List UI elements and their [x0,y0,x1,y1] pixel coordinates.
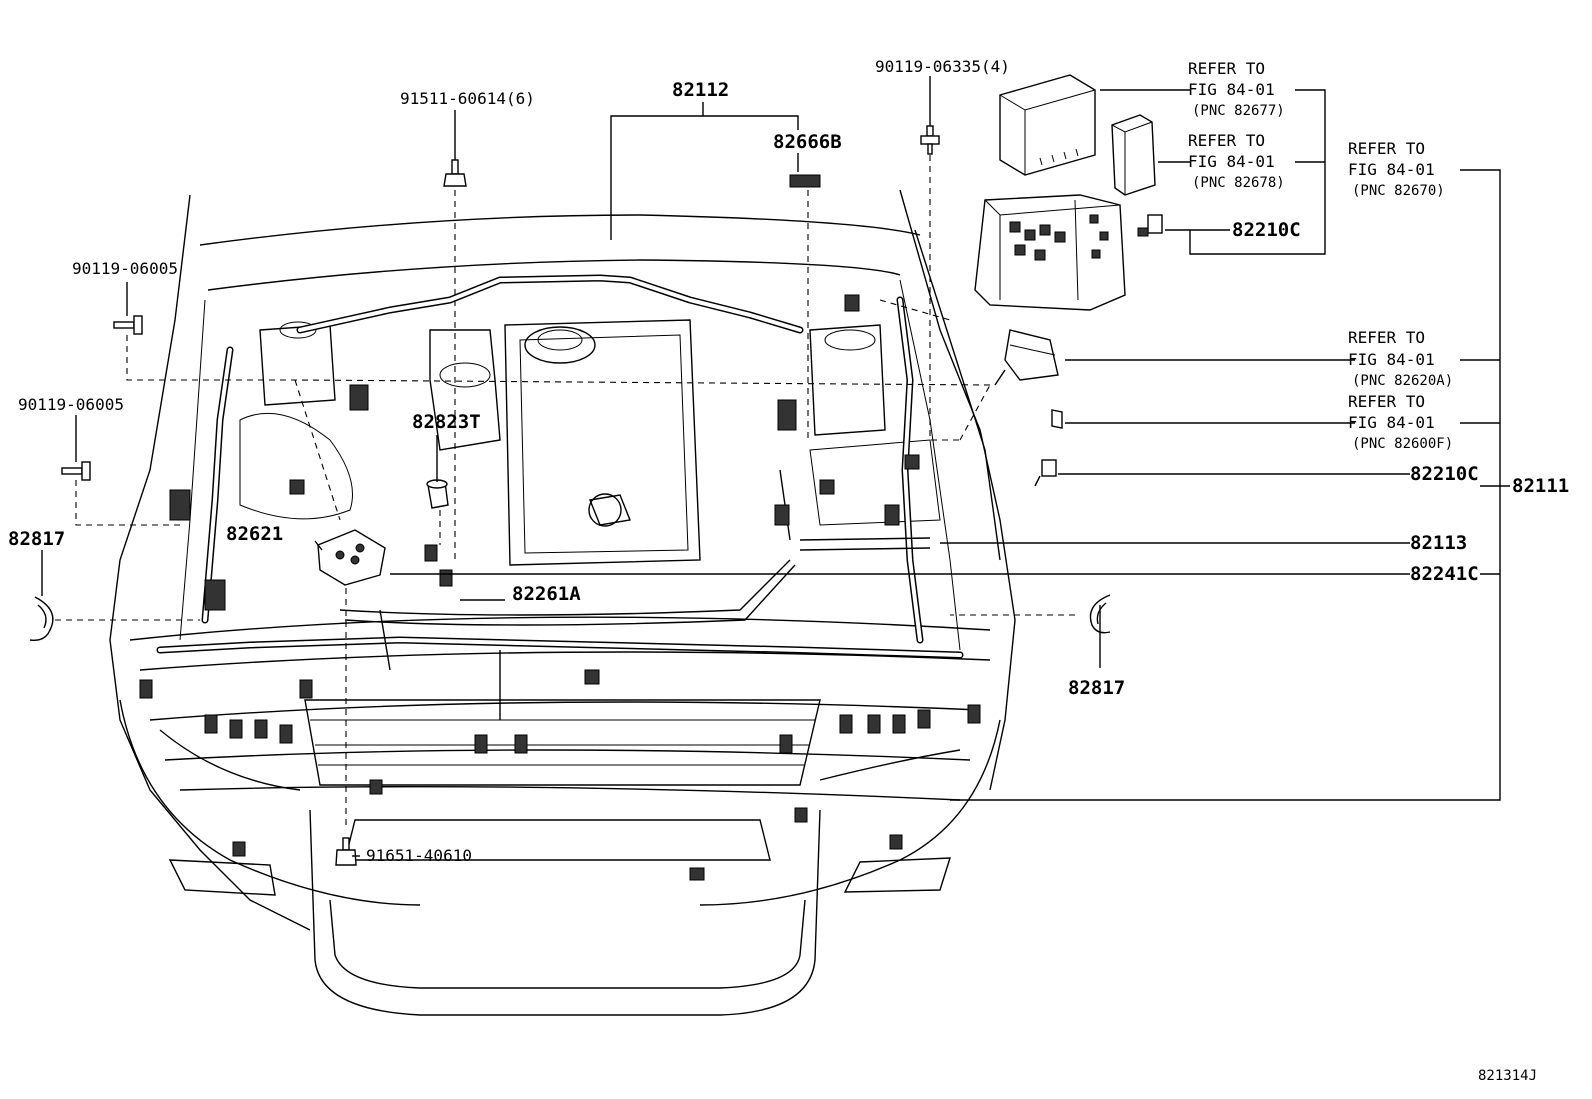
ref-82620A-line1: REFER TO [1348,328,1425,347]
label-82261A: 82261A [512,583,581,605]
ref-82677-line3: (PNC 82677) [1192,103,1285,119]
part-82210C-upper [1137,214,1163,237]
label-82823T: 82823T [412,411,481,433]
ref-82600F-line3: (PNC 82600F) [1352,436,1453,452]
ref-82670-line2: FIG 84-01 [1348,160,1435,179]
bolt-91651 [335,837,357,866]
bolt-90119-06005-b [61,461,91,481]
label-82111: 82111 [1512,475,1569,497]
label-82210C-upper: 82210C [1232,219,1301,241]
ref-82670-line3: (PNC 82670) [1352,183,1445,199]
ref-82678-line3: (PNC 82678) [1192,175,1285,191]
label-90119-06005-b: 90119-06005 [18,395,124,414]
ref-82600F-line1: REFER TO [1348,392,1425,411]
label-82210C-lower: 82210C [1410,463,1479,485]
relay-block-82677 [999,74,1096,176]
relay-82620A [994,329,1059,386]
part-82210C-lower [1034,459,1057,487]
clamp-82817-left [29,596,54,641]
fuse-block-82670 [974,194,1126,311]
relay-82600F [1051,409,1063,429]
vehicle-body-outline [109,189,1016,1016]
label-82621: 82621 [226,523,283,545]
label-82666B: 82666B [773,131,842,153]
label-90119-06335: 90119-06335(4) [875,57,1010,76]
ref-82600F-line2: FIG 84-01 [1348,413,1435,432]
leader-lines [41,76,1510,857]
label-90119-06005-a: 90119-06005 [72,259,178,278]
bolt-90119-06005-a [113,315,143,335]
ref-82678-line1: REFER TO [1188,131,1265,150]
label-82112: 82112 [672,79,729,101]
label-82113: 82113 [1410,532,1467,554]
clip-82666B [789,174,821,188]
engine-block [239,319,941,566]
ref-82677-line2: FIG 84-01 [1188,80,1275,99]
relay-block-82678 [1111,114,1156,196]
part-82823T-relay [426,479,449,509]
ref-82620A-line2: FIG 84-01 [1348,350,1435,369]
ref-82678-line2: FIG 84-01 [1188,152,1275,171]
label-82817-left: 82817 [8,528,65,550]
wire-harness [156,274,964,791]
ref-82620A-line3: (PNC 82620A) [1352,373,1453,389]
label-82241C: 82241C [1410,563,1479,585]
clamp-82817-right [1089,594,1111,634]
mounting-guides [55,155,1075,830]
label-82817-right: 82817 [1068,677,1125,699]
part-82621-junction [317,529,386,586]
label-91511-60614: 91511-60614(6) [400,89,535,108]
drawing-id: 821314J [1478,1068,1537,1084]
ref-82670-line1: REFER TO [1348,139,1425,158]
ref-82677-line1: REFER TO [1188,59,1265,78]
label-91651-40610: 91651-40610 [366,846,472,865]
